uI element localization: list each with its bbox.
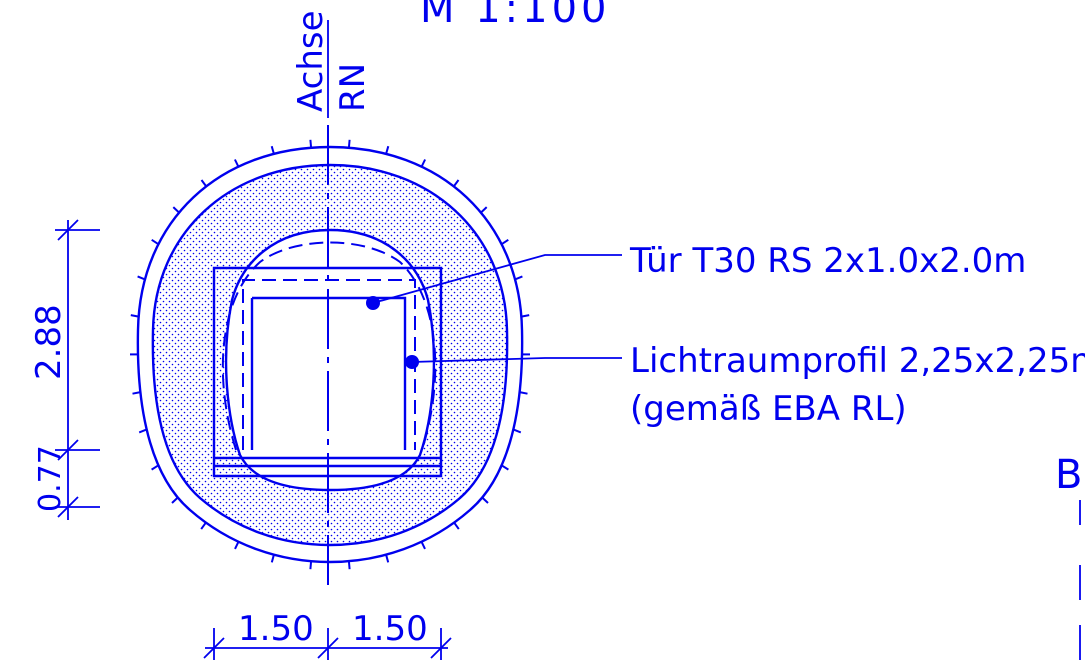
vertical-dim-tick-bottom	[57, 496, 79, 518]
rock-bolt-tick	[519, 391, 528, 395]
rock-bolt-tick	[132, 391, 141, 395]
rock-bolt-tick	[501, 464, 509, 471]
vertical-dimension-upper: 2.88	[29, 304, 69, 380]
rock-bolt-tick	[347, 139, 351, 148]
vertical-dim-tick-top	[57, 219, 79, 241]
scale-label: M 1:100	[420, 0, 611, 32]
horizontal-dim-tick-right	[430, 637, 452, 659]
rock-bolt-tick	[137, 275, 146, 281]
rock-bolt-tick	[130, 314, 139, 318]
rock-bolt-tick	[138, 428, 148, 434]
rock-bolt-tick	[270, 554, 275, 563]
vertical-dimension-lower: 0.77	[33, 445, 68, 512]
lining-hatch	[152, 165, 508, 545]
axis-label-rn: RN	[333, 63, 373, 112]
clearance-annotation-line2: (gemäß EBA RL)	[630, 389, 907, 429]
rock-bolt-tick	[234, 159, 240, 168]
vertical-dim-tick-mid	[57, 439, 79, 461]
rock-bolt-tick	[200, 179, 208, 187]
lining-inner-outline	[224, 228, 436, 492]
rock-bolt-tick	[480, 206, 488, 214]
clearance-leader-line	[411, 357, 622, 363]
rock-bolt-tick	[521, 314, 530, 318]
door-annotation: Tür T30 RS 2x1.0x2.0m	[629, 241, 1026, 281]
rock-bolt-tick	[385, 554, 390, 563]
rock-bolt-tick	[309, 139, 313, 148]
rock-bolt-tick	[151, 464, 159, 471]
door-leader-line	[372, 254, 622, 304]
horizontal-dimension-right: 1.50	[352, 609, 428, 649]
edge-fragment-letter: B	[1055, 452, 1082, 498]
horizontal-dim-tick-left	[203, 637, 225, 659]
rock-bolt-tick	[385, 145, 390, 155]
rock-bolt-tick	[501, 238, 509, 246]
clearance-annotation-line1: Lichtraumprofil 2,25x2,25m	[630, 341, 1085, 381]
rock-bolt-tick	[270, 145, 275, 155]
rock-bolt-tick	[172, 206, 180, 214]
rock-bolt-tick	[512, 428, 522, 434]
rock-bolt-tick	[481, 496, 489, 504]
door-frame	[212, 266, 443, 478]
rock-bolt-tick	[420, 159, 426, 168]
rock-bolt-tick	[347, 561, 351, 570]
rock-bolt-tick	[452, 179, 460, 187]
outer-excavation-outline	[136, 145, 524, 564]
rock-bolt-tick	[151, 238, 159, 246]
clearance-arc	[221, 241, 437, 451]
rock-bolt-tick	[171, 496, 179, 504]
rock-bolt-tick	[453, 522, 460, 530]
rock-bolt-tick	[420, 541, 426, 550]
rock-bolt-tick	[200, 522, 207, 530]
rock-bolt-tick	[514, 275, 523, 281]
rock-bolt-tick	[309, 561, 313, 570]
door-leaf-left	[250, 296, 407, 450]
horizontal-dim-tick-mid	[317, 637, 339, 659]
horizontal-dimension-left: 1.50	[238, 609, 314, 649]
rock-bolt-tick	[234, 541, 240, 550]
axis-label-achse: Achse	[291, 10, 331, 112]
rock-bolt-ticks	[130, 139, 530, 570]
